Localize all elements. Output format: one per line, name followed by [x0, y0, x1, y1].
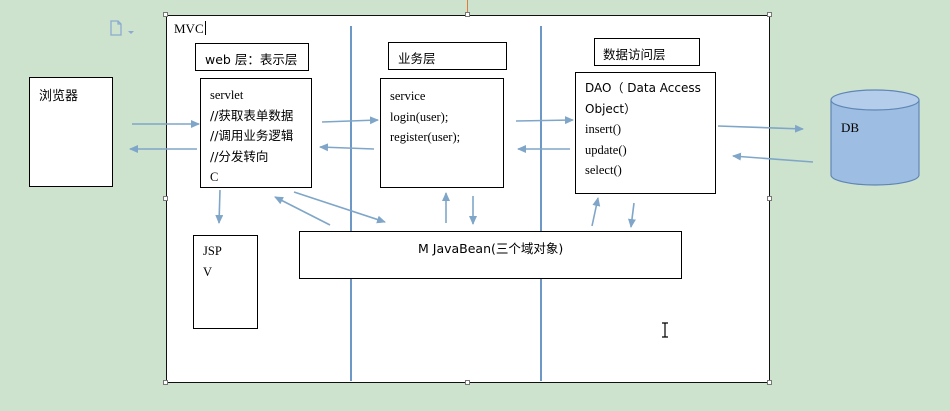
arrow-dao-to-model — [628, 202, 636, 228]
view-line: JSP — [203, 244, 222, 258]
resize-handle-top-right[interactable] — [767, 12, 772, 17]
arrow-controller-to-service — [321, 116, 379, 125]
browser-box: 浏览器 — [29, 77, 113, 187]
layer-divider-right — [540, 26, 542, 381]
service-layer-title-text: 业务层 — [398, 51, 436, 66]
web-layer-title-text: web 层：表示层 — [205, 52, 298, 67]
controller-line: servlet — [210, 88, 244, 102]
service-line: login(user); — [390, 109, 449, 124]
text-caret — [204, 21, 206, 35]
dao-line: select() — [585, 163, 622, 177]
model-box: M JavaBean(三个域对象) — [299, 231, 682, 279]
chevron-down-icon[interactable] — [127, 23, 135, 34]
data-layer-title: 数据访问层 — [594, 38, 700, 66]
controller-line: //分发转向 — [210, 148, 269, 164]
arrow-dao-to-db — [717, 124, 804, 133]
service-line: service — [390, 89, 426, 103]
view-box: JSP V — [193, 235, 258, 329]
resize-handle-middle-left[interactable] — [163, 196, 168, 201]
arrow-service-to-dao — [515, 116, 574, 125]
model-label: M JavaBean(三个域对象) — [418, 241, 564, 256]
arrow-service-to-controller — [319, 143, 375, 152]
database-cylinder: DB — [830, 89, 920, 187]
database-label: DB — [841, 120, 860, 135]
rotate-handle-line[interactable] — [467, 0, 468, 12]
service-layer-title: 业务层 — [388, 42, 507, 70]
service-line: register(user); — [390, 130, 461, 144]
web-layer-title: web 层：表示层 — [195, 43, 309, 71]
dao-line: Object） — [585, 101, 637, 116]
arrow-controller-to-model — [293, 191, 386, 224]
resize-handle-top-center[interactable] — [465, 12, 470, 17]
arrow-model-to-controller — [274, 196, 331, 226]
resize-handle-bottom-left[interactable] — [163, 380, 168, 385]
view-line: V — [203, 264, 213, 279]
browser-label: 浏览器 — [39, 89, 79, 104]
layer-divider-left — [350, 26, 352, 381]
controller-line: C — [210, 170, 219, 184]
resize-handle-bottom-center[interactable] — [465, 380, 470, 385]
dao-line: insert() — [585, 122, 622, 136]
canvas-label: MVC — [174, 21, 204, 36]
controller-line: //调用业务逻辑 — [210, 128, 294, 143]
document-icon[interactable] — [109, 20, 123, 36]
resize-handle-top-left[interactable] — [163, 12, 168, 17]
text-cursor-icon — [660, 322, 670, 338]
dao-line: DAO（ Data Access — [585, 81, 701, 95]
controller-box: servlet //获取表单数据 //调用业务逻辑 //分发转向 C — [200, 78, 312, 188]
arrow-db-to-dao — [732, 152, 814, 163]
canvas-title[interactable]: MVC — [174, 21, 206, 37]
data-layer-title-text: 数据访问层 — [603, 47, 666, 62]
resize-handle-middle-right[interactable] — [767, 196, 772, 201]
dao-box: DAO（ Data Access Object） insert() update… — [575, 72, 716, 194]
service-box: service login(user); register(user); — [380, 78, 504, 188]
dao-line: update() — [585, 142, 627, 157]
controller-line: //获取表单数据 — [210, 107, 294, 123]
arrow-controller-to-view — [215, 189, 224, 224]
resize-handle-bottom-right[interactable] — [767, 380, 772, 385]
arrow-model-to-dao — [591, 197, 601, 227]
